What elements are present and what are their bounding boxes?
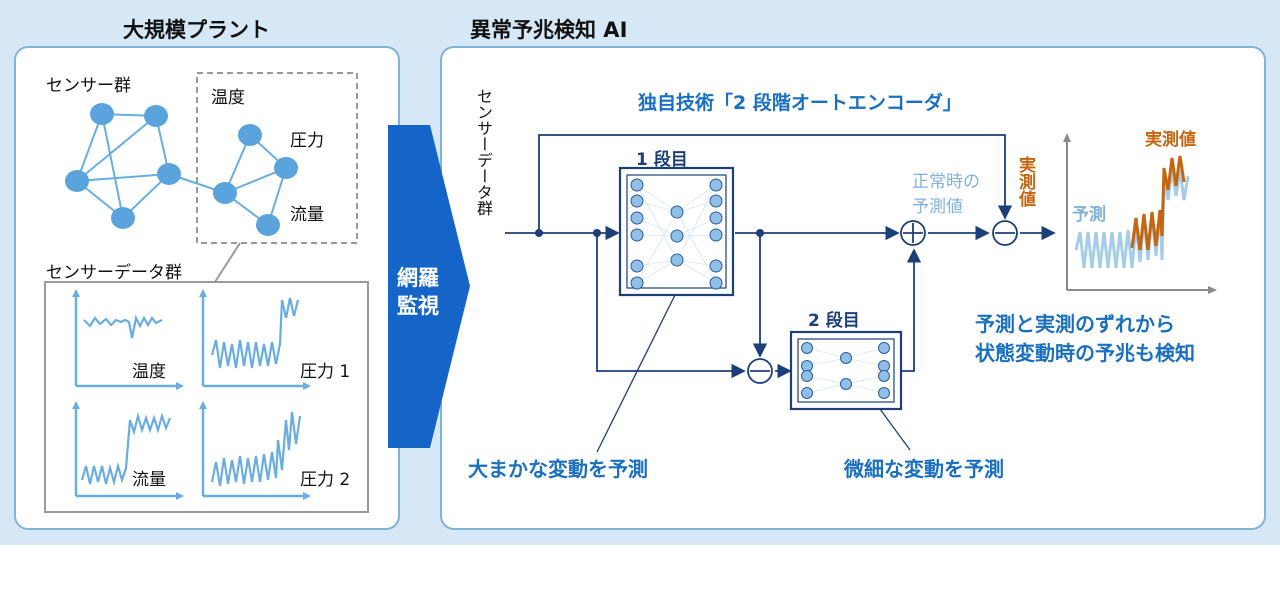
prediction-line	[1074, 169, 1190, 269]
plot-label-pressure1: 圧力 1	[300, 362, 351, 382]
sensor-data-group-label: センサーデータ群	[46, 263, 182, 283]
pressure1-signal	[210, 297, 300, 369]
arrow-text-1: 網羅	[397, 266, 439, 290]
conclusion-line-2: 状態変動時の予兆も検知	[975, 341, 1195, 365]
ai-title: 異常予兆検知 AI	[470, 18, 628, 42]
sensor-mini-plots	[80, 297, 302, 487]
actual-line	[1130, 155, 1186, 251]
stage2-label: 2 段目	[808, 311, 860, 331]
stage1-label: 1 段目	[636, 150, 688, 170]
sensor-node	[144, 105, 168, 127]
pressure2-signal	[210, 411, 302, 487]
ai-panel	[440, 46, 1266, 530]
stage2-network	[806, 347, 885, 394]
conclusion-line-1: 予測と実測のずれから	[975, 312, 1175, 336]
stage1-box	[618, 166, 735, 297]
sensor-node	[65, 170, 89, 192]
actual-value-label: 実測値	[1015, 156, 1035, 207]
coarse-variation-caption: 大まかな変動を予測	[468, 457, 648, 481]
legend-actual: 実測値	[1145, 130, 1196, 150]
stage2-box	[789, 330, 903, 411]
temp-signal	[83, 314, 163, 339]
plant-title: 大規模プラント	[123, 18, 270, 42]
temp-label: 温度	[211, 88, 245, 108]
plot-label-temp: 温度	[132, 362, 166, 382]
sensor-node	[111, 207, 135, 229]
plot-label-flow: 流量	[132, 470, 166, 490]
normal-pred-label-1: 正常時の	[912, 172, 980, 192]
normal-pred-label-2: 予測値	[912, 197, 963, 217]
fine-variation-caption: 微細な変動を予測	[844, 457, 1004, 481]
sensor-node	[256, 214, 280, 236]
flow-label: 流量	[290, 205, 324, 225]
subgroup-dashed-box	[196, 72, 358, 244]
sensor-node	[238, 124, 262, 146]
sensor-node	[90, 103, 114, 125]
sensor-node	[157, 163, 181, 185]
pressure-label: 圧力	[290, 131, 324, 151]
stage1-network	[636, 184, 717, 284]
legend-prediction: 予測	[1072, 205, 1106, 225]
input-label: センサーデータ群	[474, 88, 493, 216]
sensor-group-label: センサー群	[46, 76, 131, 96]
sensor-node	[213, 182, 237, 204]
plot-label-pressure2: 圧力 2	[300, 470, 351, 490]
result-chart-axes	[1063, 133, 1217, 294]
sensor-data-box	[44, 281, 369, 513]
sensor-node	[274, 157, 298, 179]
arrow-text-2: 監視	[397, 294, 439, 318]
flow-signal	[80, 411, 172, 487]
technique-label: 独自技術「2 段階オートエンコーダ」	[638, 92, 962, 114]
sensor-nodes	[65, 103, 298, 236]
